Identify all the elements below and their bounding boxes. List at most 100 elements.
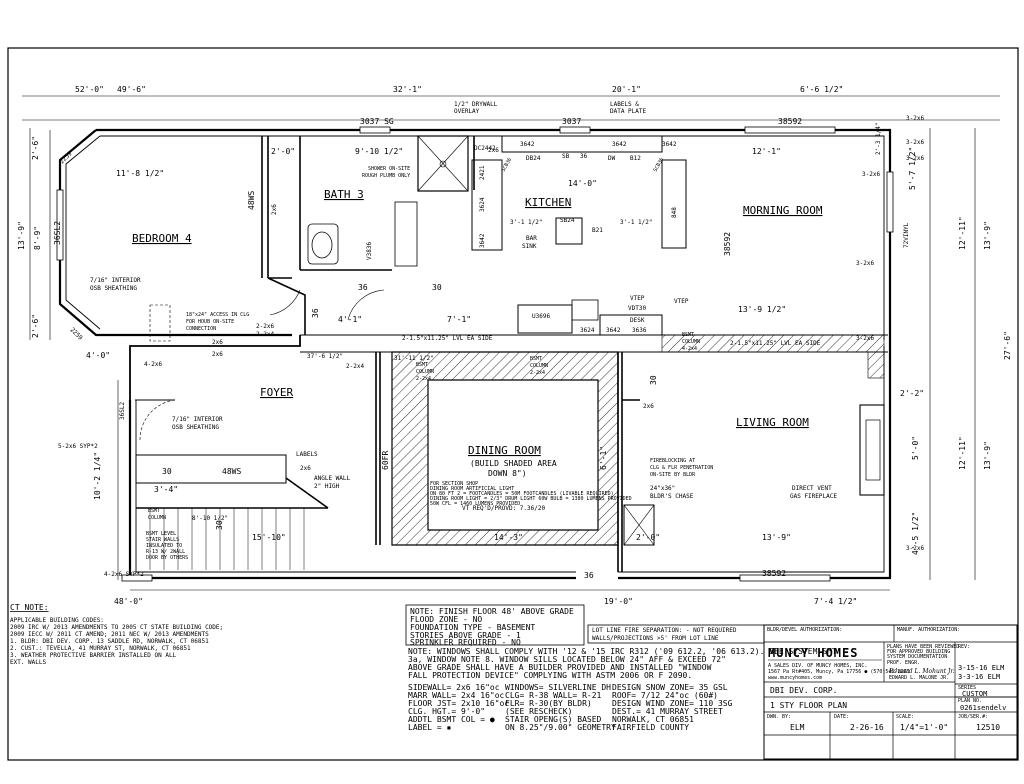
fixture-label: 3636 <box>632 327 647 334</box>
spec-line: FAIRFIELD COUNTY <box>612 723 689 732</box>
lvl-shaded <box>661 334 885 353</box>
note-desk: DESK <box>630 317 645 324</box>
lot-line-note: WALLS/PROJECTIONS >5' FROM LOT LINE <box>592 635 719 642</box>
fixture-label: 60FR <box>381 451 390 470</box>
window-label: 38592 <box>723 232 732 256</box>
note-stair: STAIR WALLS <box>146 537 179 543</box>
note-osb: 7/16" INTERIOR <box>90 277 141 284</box>
tb-prof-eng: PROF. ENGR. <box>887 660 920 666</box>
note-osb: OSB SHEATHING <box>90 285 137 292</box>
tb-logo: MUNCY HOMES <box>768 646 858 660</box>
note-box-line: SPRINKLER REQUIRED - NO <box>410 638 521 647</box>
specs-col1: SIDEWALL= 2x6 16"oc MARR WALL= 2x4 16"oc… <box>408 683 509 732</box>
interior-dim: 7'-1" <box>447 315 471 324</box>
note-box-line: NOTE: FINISH FLOOR 48' ABOVE GRADE <box>410 607 574 616</box>
interior-dim: 12'-1" <box>752 147 781 156</box>
dim-right-8: 12'-11" <box>958 436 967 470</box>
interior-dim: 15'-10" <box>252 533 286 542</box>
spec-line: DESIGN WIND ZONE= 110 3SG <box>612 699 733 708</box>
note-framing: 3-2x6 <box>856 260 874 267</box>
note-box-line: FLOOD ZONE - NO <box>410 615 482 624</box>
note-stair: R-13 W/ 2WALL <box>146 549 185 555</box>
window-label: 38592 <box>762 569 786 578</box>
note-vtep: VTEP <box>674 298 689 305</box>
fixture-label: DW <box>608 155 616 162</box>
dim-left-6: 10'-2 1/4" <box>93 452 102 500</box>
window-label: 3642 <box>520 141 535 148</box>
spec-line: SIDEWALL= 2x6 16"oc <box>408 683 500 692</box>
note-bsmt-col: 2-2x4 <box>530 370 545 376</box>
tb-date-label: DATE: <box>834 714 849 720</box>
spec-line: FLR= R-30(BY BLDR) <box>505 699 592 708</box>
fixture-label: 2x6 <box>271 204 278 215</box>
dim-right-6: 2'-2" <box>900 389 924 398</box>
tb-eng-note: SYSTEM DOCUMENTATION <box>887 654 947 660</box>
interior-dim: 14'-3" <box>494 533 523 542</box>
note-framing: 2-2x4 <box>256 331 274 338</box>
spec-line: ON 8.25"/9.00" GEOMETRY <box>505 723 616 732</box>
interior-dim: 6'-1" <box>599 446 608 470</box>
fixture-label: SB <box>562 153 570 160</box>
interior-dim: 3'-4" <box>154 485 178 494</box>
dim-left-5: 36SL2 <box>119 402 126 420</box>
specs-col2: WINDOWS= SILVERLINE DH CLG= R-38 WALL= R… <box>505 683 616 732</box>
fixture-label: 36 <box>584 571 594 580</box>
spec-line: DEST.= 41 MURRAY STREET <box>612 707 723 716</box>
ct-note-lines: APPLICABLE BUILDING CODES: 2009 IRC W/ 2… <box>10 617 223 666</box>
dim-right-7: 5'-0" <box>911 436 920 460</box>
dim-right-9: 13'-9" <box>983 441 992 470</box>
fireplace <box>859 404 885 496</box>
lot-line-note: LOT LINE FIRE SEPARATION: - NOT REQUIRED <box>592 627 737 634</box>
note-vtep: VTEP <box>630 295 645 302</box>
window-label: 3642 <box>662 141 677 148</box>
note-osb: OSB SHEATHING <box>172 424 219 431</box>
dim-left-1: 2'-6" <box>31 136 40 160</box>
dim-right-3: 13'-9" <box>983 221 992 250</box>
note-labels-plate: DATA PLATE <box>610 108 647 115</box>
note-fireblocking: ON-SITE BY BLDR <box>650 472 696 478</box>
note-access: FOR HOUB ON-SITE <box>186 319 234 325</box>
note-bsmt-col: COLUMN <box>530 363 548 369</box>
window-note-line: FALL PROTECTION DEVICE" COMPLYING WITH A… <box>408 671 692 680</box>
dim-top-2: 49'-6" <box>117 85 146 94</box>
note-framing: 3-2x6 <box>906 545 924 552</box>
room-bedroom: BEDROOM 4 <box>132 232 192 245</box>
top-windows <box>56 126 894 582</box>
note-framing: 2x6 <box>212 351 223 358</box>
interior-dim: 8'-10 1/2" <box>192 515 228 522</box>
dining-sub: (BUILD SHADED AREA <box>470 459 557 468</box>
note-bsmt-col: COLUMN <box>682 339 700 345</box>
fixture-label: 2x6 <box>643 403 654 410</box>
spec-line: NORWALK, CT 06851 <box>612 715 694 724</box>
ct-note-title: CT NOTE: <box>10 603 49 612</box>
fixture-label: 36 <box>311 308 320 318</box>
tb-plan-label: PLAN NO. <box>958 698 982 704</box>
note-stair: BSMT LEVEL <box>146 531 176 537</box>
interior-dim: 31'-11 1/2" <box>394 355 434 362</box>
tb-rev-label: REV: <box>958 644 970 650</box>
note-bsmt-col: BSMT <box>682 332 694 338</box>
note-bsmt-col: COLUMN <box>416 369 434 375</box>
sheet-border <box>7 47 1019 761</box>
note-fireplace: GAS FIREPLACE <box>790 493 837 500</box>
fixture-label: 3642 <box>479 233 486 248</box>
window-label: 3642 <box>612 141 627 148</box>
window-note-line: 3a, WINDOW NOTE 8. WINDOW SILLS LOCATED … <box>408 655 726 664</box>
ct-note-line: APPLICABLE BUILDING CODES: <box>10 617 104 624</box>
note-shower: ROUGH PLUMB ONLY <box>362 173 410 179</box>
shaded-area <box>391 351 619 546</box>
note-shower: SHOWER ON-SITE <box>368 166 410 172</box>
interior-dim: 2'-0" <box>636 533 660 542</box>
tb-company: www.muncyhomes.com <box>768 675 822 681</box>
note-chase: 24"x36" <box>650 485 675 492</box>
spec-line: MARR WALL= 2x4 16"oc <box>408 691 505 700</box>
fixture-label: 48WS <box>222 467 241 476</box>
tb-eng-note: FOR APPROVED BUILDING <box>887 649 950 655</box>
note-vdt30: VDT30 <box>628 305 646 312</box>
note-bsmt-section: ON 80 FT 2 = FOOTCANDLES = 50M FOOTCANDL… <box>430 491 614 497</box>
tb-manuf-auth: MANUF. AUTHORIZATION: <box>897 627 960 633</box>
ct-note-line: 2009 IECC W/ 2011 CT AMEND; 2011 NEC W/ … <box>10 631 209 638</box>
fixture-label: 2x6 <box>488 147 499 154</box>
